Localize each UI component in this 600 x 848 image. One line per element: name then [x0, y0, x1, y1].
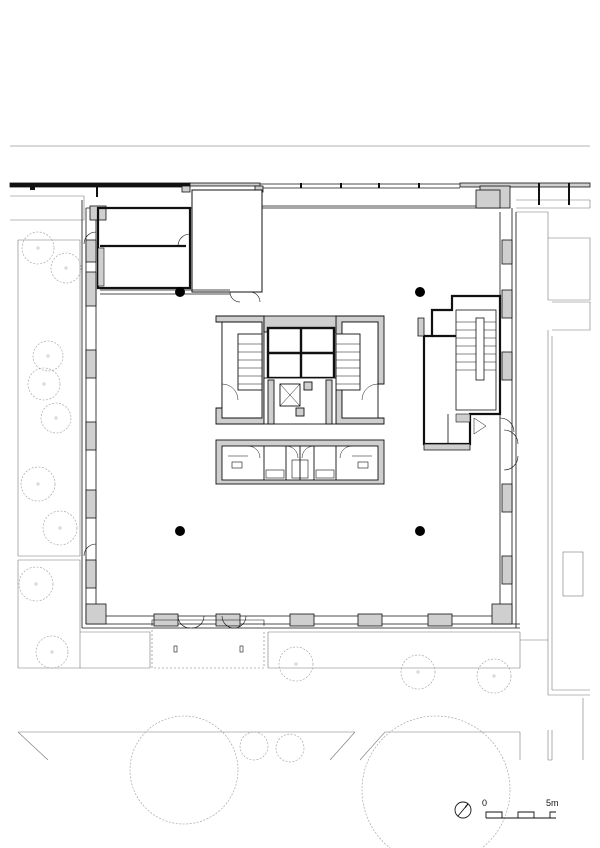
trees — [18, 231, 512, 848]
facade-mullions — [30, 183, 570, 205]
column — [415, 526, 425, 536]
column — [175, 526, 185, 536]
scale-end-label: 5m — [546, 798, 559, 808]
north-arrow-icon — [454, 801, 472, 819]
right-stair-core — [417, 294, 515, 451]
landscape — [10, 195, 591, 761]
column — [175, 287, 185, 297]
top-left-rooms — [96, 189, 263, 303]
toilet-block — [215, 439, 385, 485]
central-core — [215, 315, 385, 425]
scale-zero-label: 0 — [482, 798, 487, 808]
scale-bar — [485, 811, 556, 819]
column — [415, 287, 425, 297]
structural-columns — [175, 287, 425, 536]
tree-centers — [34, 246, 496, 678]
doors — [83, 231, 519, 653]
